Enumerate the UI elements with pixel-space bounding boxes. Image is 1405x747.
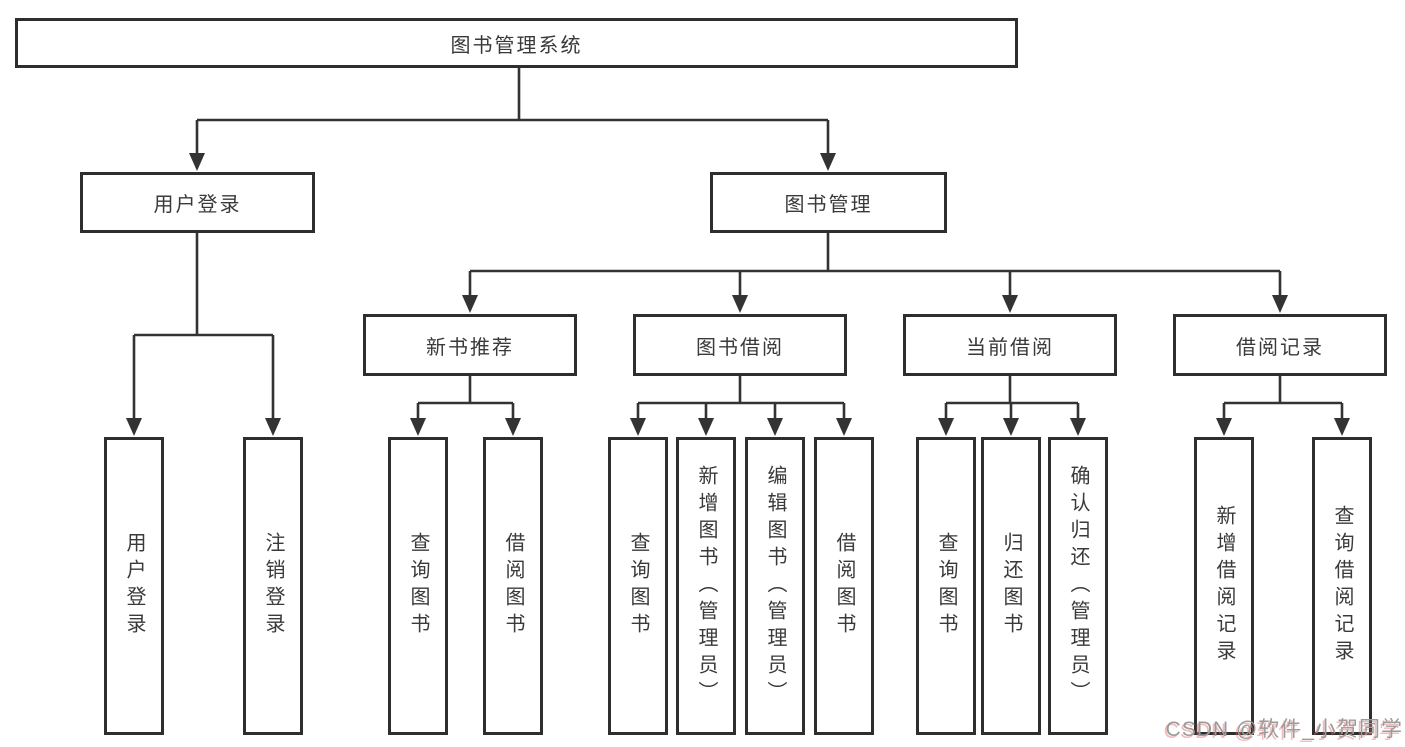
node-current-borrowing: 当前借阅 — [903, 314, 1117, 376]
leaf-query-borrow-record-label: 查询借阅记录 — [1331, 505, 1353, 667]
connector-newbook-to-leaves — [416, 376, 515, 431]
leaf-add-borrow-record: 新增借阅记录 — [1194, 437, 1254, 735]
node-new-book-recommendation: 新书推荐 — [363, 314, 577, 376]
node-book-borrowing-label: 图书借阅 — [696, 336, 784, 359]
leaf-query-borrow-record: 查询借阅记录 — [1312, 437, 1372, 735]
connector-curborrow-to-leaves — [944, 376, 1080, 431]
leaf-query-books-borrowing-label: 查询图书 — [627, 532, 649, 640]
node-borrowing-records: 借阅记录 — [1173, 314, 1387, 376]
leaf-user-login-label: 用户登录 — [123, 532, 145, 640]
leaf-add-book-admin: 新增图书（管理员） — [676, 437, 736, 735]
node-book-management: 图书管理 — [710, 172, 947, 233]
node-book-management-label: 图书管理 — [784, 194, 873, 216]
node-user-login: 用户登录 — [80, 172, 315, 233]
leaf-logout-label: 注销登录 — [262, 532, 284, 640]
leaf-query-books-newbook: 查询图书 — [388, 437, 448, 735]
leaf-query-books-borrowing: 查询图书 — [608, 437, 668, 735]
node-new-book-recommendation-label: 新书推荐 — [426, 336, 514, 359]
connector-userlogin-to-leaves — [132, 233, 275, 431]
leaf-borrow-books-newbook: 借阅图书 — [483, 437, 543, 735]
leaf-query-books-current: 查询图书 — [916, 437, 976, 735]
connector-root-to-level2 — [195, 68, 830, 166]
leaf-user-login: 用户登录 — [104, 437, 164, 735]
leaf-add-borrow-record-label: 新增借阅记录 — [1213, 505, 1235, 667]
node-root-system: 图书管理系统 — [15, 18, 1018, 68]
leaf-edit-book-admin: 编辑图书（管理员） — [745, 437, 805, 735]
leaf-return-book-label: 归还图书 — [1000, 532, 1022, 640]
leaf-query-books-newbook-label: 查询图书 — [407, 532, 429, 640]
node-current-borrowing-label: 当前借阅 — [966, 336, 1054, 359]
leaf-logout: 注销登录 — [243, 437, 303, 735]
leaf-confirm-return-admin-label: 确认归还（管理员） — [1067, 464, 1089, 708]
leaf-confirm-return-admin: 确认归还（管理员） — [1048, 437, 1108, 735]
node-book-borrowing: 图书借阅 — [633, 314, 847, 376]
leaf-add-book-admin-label: 新增图书（管理员） — [695, 464, 717, 708]
node-user-login-label: 用户登录 — [153, 194, 242, 216]
node-root-label: 图书管理系统 — [450, 34, 583, 57]
leaf-borrow-books-borrowing: 借阅图书 — [814, 437, 874, 735]
node-borrowing-records-label: 借阅记录 — [1236, 336, 1324, 359]
leaf-borrow-books-borrowing-label: 借阅图书 — [833, 532, 855, 640]
connector-bookmgmt-to-level3 — [468, 233, 1282, 308]
leaf-query-books-current-label: 查询图书 — [935, 532, 957, 640]
leaf-edit-book-admin-label: 编辑图书（管理员） — [764, 464, 786, 708]
connector-bookborrow-to-leaves — [636, 376, 846, 431]
csdn-watermark: CSDN @软件_小贺同学 — [1165, 718, 1403, 741]
leaf-borrow-books-newbook-label: 借阅图书 — [502, 532, 524, 640]
connector-borrowrec-to-leaves — [1222, 376, 1344, 431]
leaf-return-book: 归还图书 — [981, 437, 1041, 735]
